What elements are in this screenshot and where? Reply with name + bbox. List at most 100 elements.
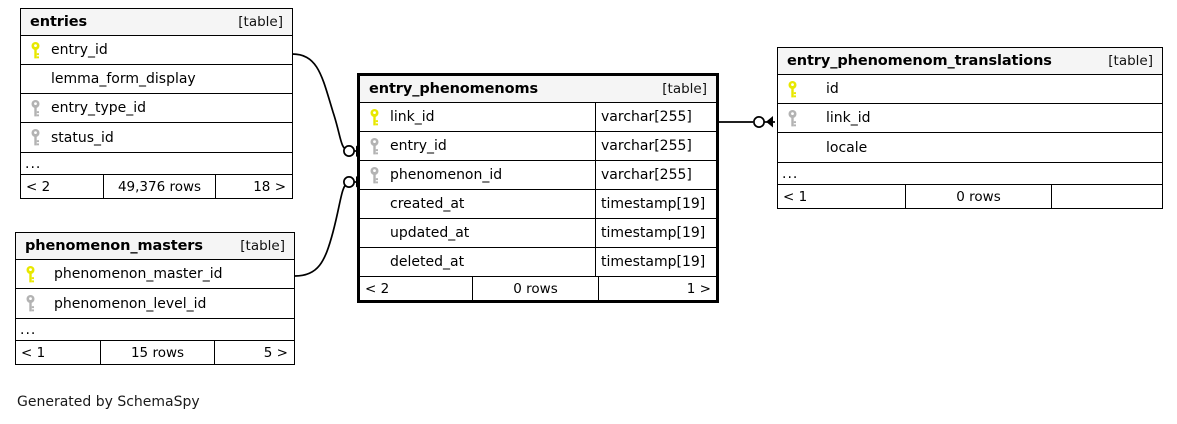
column-name: status_id xyxy=(51,129,114,146)
column-type: timestamp[19] xyxy=(595,219,716,247)
schemaspy-credit: Generated by SchemaSpy xyxy=(17,394,200,410)
no-key-placeholder xyxy=(364,248,384,276)
column-type: timestamp[19] xyxy=(595,248,716,276)
table-entry-phenomenom-translations-title: entry_phenomenom_translations xyxy=(787,53,1052,69)
column-type: varchar[255] xyxy=(595,132,716,160)
edge-entries-to-entry-phenomenoms xyxy=(291,53,363,157)
primary-key-icon xyxy=(25,36,45,64)
column-name: phenomenon_id xyxy=(390,167,503,183)
column-name: deleted_at xyxy=(390,254,465,270)
row-count: 0 rows xyxy=(905,185,1052,208)
table-entry-phenomenoms-columns: link_id varchar[255] entry xyxy=(360,103,716,277)
table-entry-phenomenoms[interactable]: entry_phenomenoms [table] link_id xyxy=(357,73,719,303)
primary-key-icon xyxy=(782,75,802,103)
table-phenomenon-masters-title: phenomenon_masters xyxy=(25,238,203,254)
foreign-key-icon xyxy=(364,132,384,160)
column-name: phenomenon_master_id xyxy=(54,266,223,282)
table-row[interactable]: lemma_form_display xyxy=(21,65,292,94)
table-entry-phenomenom-translations-columns: id link_id locale xyxy=(778,75,1162,162)
edge-phenomenon-masters-to-entry-phenomenoms xyxy=(294,176,363,277)
table-row[interactable]: status_id xyxy=(21,123,292,152)
edge-entry-phenomenoms-to-translations xyxy=(719,116,775,128)
table-entry-phenomenom-translations-footer: < 1 0 rows xyxy=(778,185,1162,208)
table-entry-phenomenoms-title: entry_phenomenoms xyxy=(369,81,539,97)
table-row[interactable]: phenomenon_level_id xyxy=(16,289,294,318)
table-row[interactable]: updated_at timestamp[19] xyxy=(360,219,716,248)
column-name: link_id xyxy=(390,109,435,125)
column-name-cell: created_at xyxy=(360,190,595,218)
table-phenomenon-masters-columns: phenomenon_master_id phenomenon_level_id xyxy=(16,260,294,318)
table-entry-phenomenom-translations-tag: [table] xyxy=(1108,53,1153,69)
table-entry-phenomenom-translations[interactable]: entry_phenomenom_translations [table] id xyxy=(777,47,1163,209)
next-tables-link[interactable]: 5 > xyxy=(263,344,288,361)
table-phenomenon-masters[interactable]: phenomenon_masters [table] phenomenon_ma… xyxy=(15,232,295,365)
row-count: 0 rows xyxy=(472,277,599,300)
table-row[interactable]: entry_id varchar[255] xyxy=(360,132,716,161)
primary-key-icon xyxy=(20,260,40,288)
no-key-placeholder xyxy=(364,190,384,218)
no-key-placeholder xyxy=(364,219,384,247)
next-tables-link[interactable]: 1 > xyxy=(686,280,711,297)
table-entry-phenomenoms-tag: [table] xyxy=(662,81,707,97)
table-row[interactable]: locale xyxy=(778,133,1162,162)
table-entry-phenomenoms-footer: < 2 0 rows 1 > xyxy=(360,277,716,300)
table-row[interactable]: link_id varchar[255] xyxy=(360,103,716,132)
table-phenomenon-masters-footer: < 1 15 rows 5 > xyxy=(16,341,294,364)
column-name: entry_id xyxy=(51,42,108,58)
table-row[interactable]: entry_id xyxy=(21,36,292,65)
row-count: 49,376 rows xyxy=(103,175,216,198)
table-entries-columns: entry_id lemma_form_display entry_type_i xyxy=(21,36,292,152)
no-key-placeholder xyxy=(25,65,45,93)
column-name: phenomenon_level_id xyxy=(54,295,207,312)
table-entries-header: entries [table] xyxy=(21,9,292,36)
table-row[interactable]: phenomenon_master_id xyxy=(16,260,294,289)
prev-tables-link[interactable]: < 1 xyxy=(783,188,808,205)
prev-tables-link[interactable]: < 2 xyxy=(365,280,390,297)
table-row[interactable]: link_id xyxy=(778,104,1162,133)
column-name-cell: updated_at xyxy=(360,219,595,247)
table-row[interactable]: created_at timestamp[19] xyxy=(360,190,716,219)
no-key-placeholder xyxy=(782,133,802,162)
column-type: timestamp[19] xyxy=(595,190,716,218)
foreign-key-icon xyxy=(20,289,40,318)
table-row[interactable]: phenomenon_id varchar[255] xyxy=(360,161,716,190)
table-row[interactable]: entry_type_id xyxy=(21,94,292,123)
column-type: varchar[255] xyxy=(595,103,716,131)
table-entries[interactable]: entries [table] entry_id lemma xyxy=(20,8,293,199)
next-tables-link[interactable]: 18 > xyxy=(253,178,286,195)
column-name-cell: entry_id xyxy=(360,132,595,160)
table-phenomenon-masters-header: phenomenon_masters [table] xyxy=(16,233,294,260)
more-columns-indicator: ... xyxy=(778,162,1162,185)
table-entries-title: entries xyxy=(30,14,87,30)
foreign-key-icon xyxy=(782,104,802,132)
column-name: entry_id xyxy=(390,138,447,154)
column-name: link_id xyxy=(826,110,871,126)
table-entries-tag: [table] xyxy=(238,14,283,30)
column-name: updated_at xyxy=(390,225,470,241)
prev-tables-link[interactable]: < 1 xyxy=(21,344,46,361)
foreign-key-icon xyxy=(25,123,45,152)
column-name: created_at xyxy=(390,196,465,212)
more-columns-indicator: ... xyxy=(16,318,294,341)
column-type: varchar[255] xyxy=(595,161,716,189)
foreign-key-icon xyxy=(364,161,384,189)
next-tables-link[interactable] xyxy=(1052,185,1160,208)
column-name-cell: deleted_at xyxy=(360,248,595,276)
table-phenomenon-masters-tag: [table] xyxy=(240,238,285,254)
table-entry-phenomenoms-header: entry_phenomenoms [table] xyxy=(360,76,716,103)
table-row[interactable]: id xyxy=(778,75,1162,104)
foreign-key-icon xyxy=(25,94,45,122)
column-name: locale xyxy=(826,139,868,156)
row-count: 15 rows xyxy=(100,341,215,364)
table-row[interactable]: deleted_at timestamp[19] xyxy=(360,248,716,277)
column-name: id xyxy=(826,81,839,97)
column-name-cell: phenomenon_id xyxy=(360,161,595,189)
column-name: lemma_form_display xyxy=(51,71,196,87)
primary-key-icon xyxy=(364,103,384,131)
prev-tables-link[interactable]: < 2 xyxy=(26,178,51,195)
column-name-cell: link_id xyxy=(360,103,595,131)
more-columns-indicator: ... xyxy=(21,152,292,175)
table-entries-footer: < 2 49,376 rows 18 > xyxy=(21,175,292,198)
column-name: entry_type_id xyxy=(51,100,147,116)
